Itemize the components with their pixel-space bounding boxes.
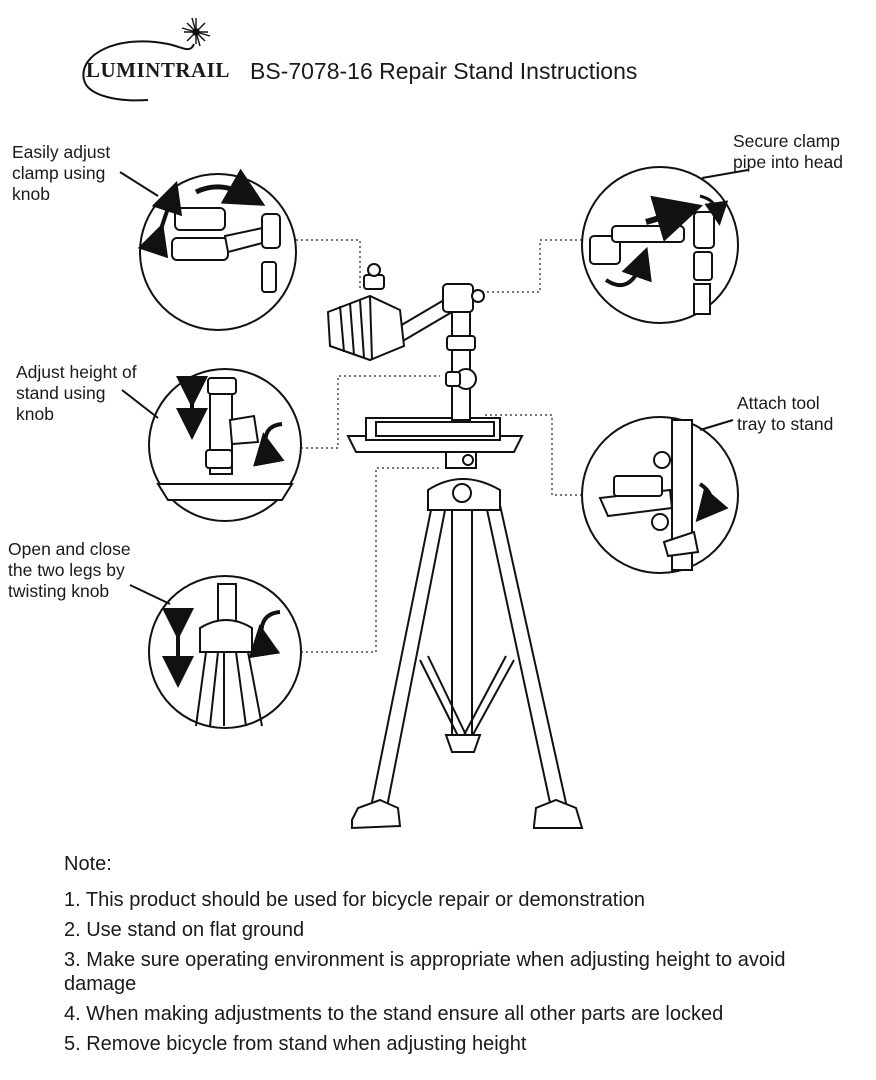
callout-secure-pipe: Secure clamp pipe into head bbox=[733, 131, 843, 172]
callout-tool-tray: Attach tool tray to stand bbox=[737, 393, 834, 434]
curved-arrow-icon bbox=[253, 422, 285, 467]
detail-circle-head bbox=[581, 166, 739, 324]
curved-arrow-icon bbox=[699, 194, 729, 226]
double-arrow-icon bbox=[137, 180, 183, 259]
callout-height-knob: Adjust height of stand using knob bbox=[16, 362, 137, 424]
tool-tray bbox=[346, 417, 524, 453]
note-item: 4. When making adjustments to the stand … bbox=[64, 1003, 724, 1025]
callout-legs-knob: Open and close the two legs by twisting … bbox=[8, 539, 131, 601]
brand-logo-icon bbox=[82, 17, 211, 102]
curved-arrow-icon bbox=[604, 246, 652, 287]
straight-arrow-icon bbox=[645, 195, 704, 242]
note-item: 2. Use stand on flat ground bbox=[64, 919, 305, 941]
brand-name: LUMINTRAIL bbox=[86, 58, 230, 82]
upper-post bbox=[445, 299, 477, 469]
note-item: 5. Remove bicycle from stand when adjust… bbox=[64, 1033, 527, 1055]
clamp-head bbox=[326, 263, 485, 362]
detail-circle-height bbox=[148, 368, 302, 522]
page-title: BS-7078-16 Repair Stand Instructions bbox=[250, 58, 638, 84]
notes-heading: Note: bbox=[64, 853, 112, 875]
callout-clamp-knob: Easily adjust clamp using knob bbox=[12, 142, 111, 204]
note-item: 1. This product should be used for bicyc… bbox=[64, 889, 646, 911]
curved-arrow-icon bbox=[248, 610, 281, 659]
note-item: 3. Make sure operating environment is ap… bbox=[64, 949, 786, 995]
repair-stand-diagram bbox=[119, 166, 749, 830]
curved-arrow-icon bbox=[695, 482, 729, 523]
curved-arrow-icon bbox=[194, 168, 266, 206]
stand-legs bbox=[351, 478, 584, 830]
notes-section: Note: 1. This product should be used for… bbox=[64, 852, 854, 1062]
